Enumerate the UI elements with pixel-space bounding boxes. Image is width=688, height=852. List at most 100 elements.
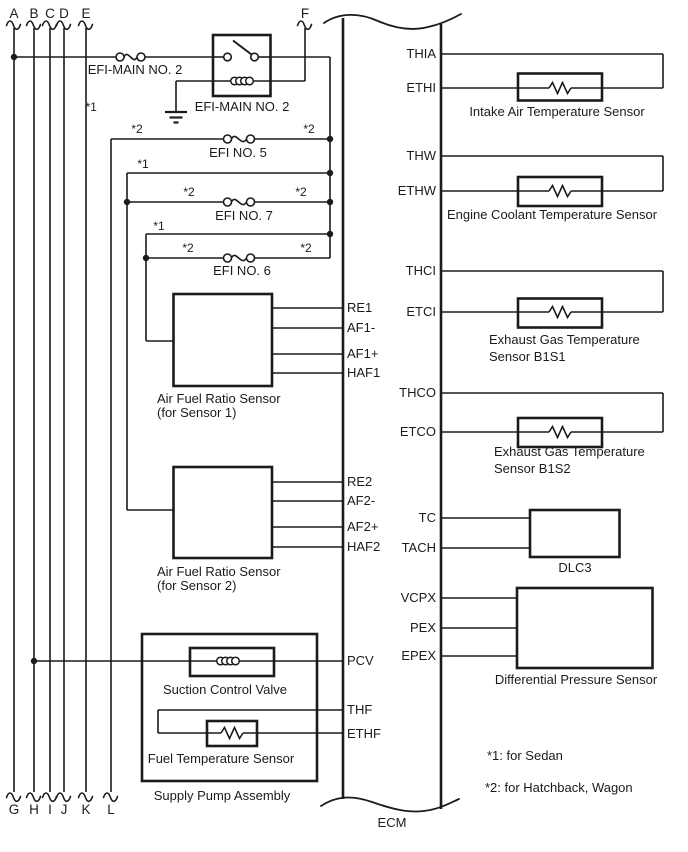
break-k	[77, 792, 94, 803]
break-i	[41, 792, 58, 803]
dlc3-label: DLC3	[558, 560, 591, 575]
connector-b: B	[29, 6, 38, 21]
pin-label-pcv: PCV	[347, 653, 374, 668]
component-boxes	[140, 33, 654, 783]
relay-contact-right	[249, 52, 260, 62]
pin-label-tach: TACH	[402, 540, 436, 555]
junction-no5	[326, 135, 334, 143]
pin-label-haf1: HAF1	[347, 365, 380, 380]
marker-bypass2: *1	[153, 219, 165, 233]
labels: A B C D E F G H I J K L EFI-MAIN NO. 2 E…	[9, 6, 658, 830]
note-hatchback: *2: for Hatchback, Wagon	[485, 780, 633, 795]
marker-no7-left: *2	[183, 185, 195, 199]
connector-k: K	[81, 802, 90, 817]
pin-label-epex: EPEX	[401, 648, 436, 663]
scv-label: Suction Control Valve	[163, 682, 287, 697]
marker-no5-left: *2	[131, 122, 143, 136]
pin-label-ethi: ETHI	[406, 80, 436, 95]
fuse-no7-label: EFI NO. 7	[215, 208, 273, 223]
pin-label-ethw: ETHW	[398, 183, 437, 198]
pin-label-thf: THF	[347, 702, 372, 717]
pin-label-haf2: HAF2	[347, 539, 380, 554]
connector-f: F	[301, 6, 309, 21]
scv-coil-symbol	[215, 656, 241, 666]
pin-label-etco: ETCO	[400, 424, 436, 439]
ect-label: Engine Coolant Temperature Sensor	[447, 207, 658, 222]
connector-e: E	[81, 6, 90, 21]
pin-label-re2: RE2	[347, 474, 372, 489]
supply-pump-box	[140, 632, 319, 783]
relay-coil-symbol	[229, 76, 255, 86]
break-j	[55, 792, 72, 803]
egt2-label-line1: Exhaust Gas Temperature	[494, 444, 645, 459]
relay-switch-blade	[232, 39, 253, 56]
wires	[13, 28, 664, 792]
pin-label-af1plus: AF1+	[347, 346, 378, 361]
ecm-bottom-break	[320, 796, 460, 813]
afr-sensor2-box	[172, 465, 274, 560]
pin-label-ethf: ETHF	[347, 726, 381, 741]
connector-g: G	[9, 802, 20, 817]
dps-label: Differential Pressure Sensor	[495, 672, 658, 687]
connector-c: C	[45, 6, 55, 21]
connector-i: I	[48, 802, 52, 817]
ecm-label: ECM	[378, 815, 407, 830]
pin-label-tc: TC	[419, 510, 436, 525]
egt1-label-line1: Exhaust Gas Temperature	[489, 332, 640, 347]
pin-label-af2minus: AF2-	[347, 493, 375, 508]
afr-sensor1-box	[172, 292, 274, 388]
marker-no5-right: *2	[303, 122, 315, 136]
afr1-label-line1: Air Fuel Ratio Sensor	[157, 391, 281, 406]
pin-label-thw: THW	[406, 148, 436, 163]
fuse-symbol-main	[115, 52, 146, 62]
connector-a: A	[9, 6, 18, 21]
fuse-symbol-no5	[222, 134, 256, 144]
connector-d: D	[59, 6, 69, 21]
junction-a	[10, 53, 18, 61]
junction-no7	[326, 198, 334, 206]
break-l	[102, 792, 119, 803]
symbols	[5, 20, 572, 803]
pin-label-af2plus: AF2+	[347, 519, 378, 534]
pin-label-af1minus: AF1-	[347, 320, 375, 335]
junction-h	[30, 657, 38, 665]
pin-label-re1: RE1	[347, 300, 372, 315]
note-sedan: *1: for Sedan	[487, 748, 563, 763]
break-g	[5, 792, 22, 803]
egt1-label-line2: Sensor B1S1	[489, 349, 566, 364]
pin-label-pex: PEX	[410, 620, 436, 635]
iat-label: Intake Air Temperature Sensor	[469, 104, 645, 119]
marker-no6-left: *2	[182, 241, 194, 255]
pin-label-thco: THCO	[399, 385, 436, 400]
pin-label-thci: THCI	[406, 263, 436, 278]
marker-no6-right: *2	[300, 241, 312, 255]
relay-contact-left	[222, 52, 233, 62]
connector-j: J	[61, 802, 68, 817]
break-h	[25, 792, 42, 803]
supply-pump-label: Supply Pump Assembly	[154, 788, 291, 803]
ecm-band	[320, 13, 462, 813]
junction-bypass1	[326, 169, 334, 177]
connector-l: L	[107, 802, 115, 817]
egt2-label-line2: Sensor B1S2	[494, 461, 571, 476]
connector-h: H	[29, 802, 39, 817]
relay-box	[211, 33, 272, 98]
pin-label-thia: THIA	[406, 46, 436, 61]
junction-no7-left	[123, 198, 131, 206]
dlc3-box	[528, 508, 621, 559]
junction-bypass2	[326, 230, 334, 238]
fuse-no5-label: EFI NO. 5	[209, 145, 267, 160]
pin-label-vcpx: VCPX	[401, 590, 437, 605]
marker-no7-right: *2	[295, 185, 307, 199]
fuse-symbol-no6	[222, 253, 256, 263]
fuse-no6-label: EFI NO. 6	[213, 263, 271, 278]
fuse-symbol-no7	[222, 197, 256, 207]
afr1-label-line2: (for Sensor 1)	[157, 405, 236, 420]
marker-sedan-e: *1	[86, 100, 98, 114]
fts-label: Fuel Temperature Sensor	[148, 751, 295, 766]
relay-label: EFI-MAIN NO. 2	[195, 99, 290, 114]
afr2-label-line2: (for Sensor 2)	[157, 578, 236, 593]
ecm-top-break	[323, 13, 462, 30]
